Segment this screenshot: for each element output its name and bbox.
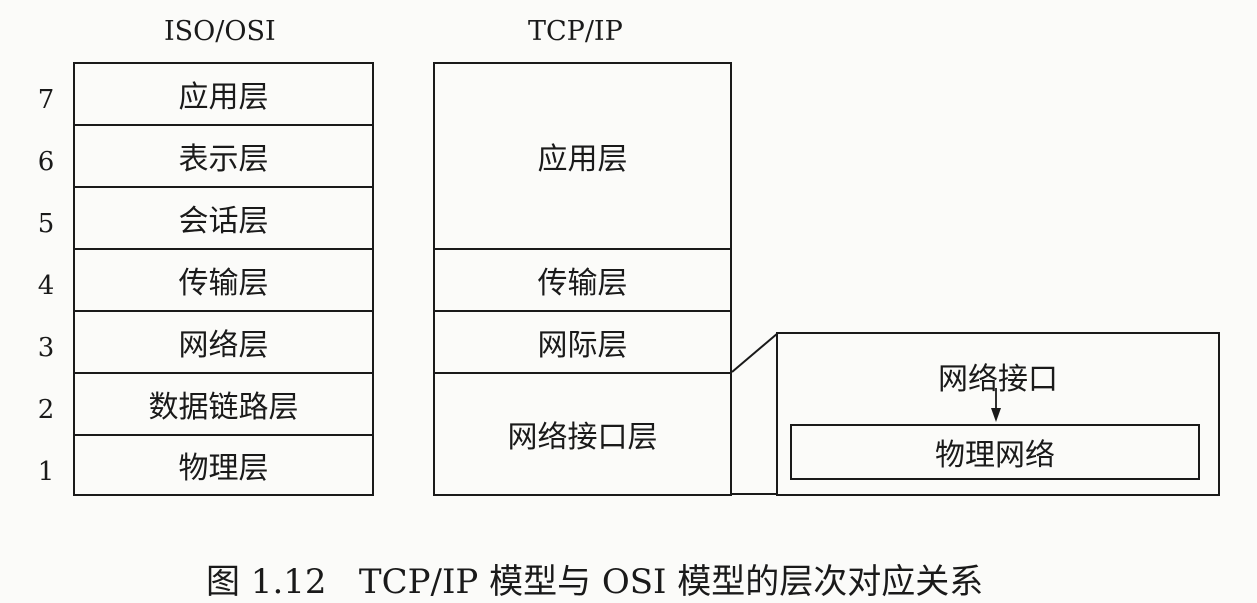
layer-number-4: 4 xyxy=(37,271,55,301)
layer-number-7: 7 xyxy=(37,85,55,115)
layer-number-6: 6 xyxy=(37,147,55,177)
layer-number-5: 5 xyxy=(37,209,55,239)
figure-caption: 图 1.12 TCP/IP 模型与 OSI 模型的层次对应关系 xyxy=(206,562,984,602)
expansion-line-top xyxy=(731,332,779,373)
osi-layer-transport: 传输层 xyxy=(73,248,374,312)
physical-network-box: 物理网络 xyxy=(790,424,1200,480)
network-interface-label: 网络接口 xyxy=(938,362,1058,397)
osi-layer-data-link: 数据链路层 xyxy=(73,372,374,436)
tcpip-layer-application: 应用层 xyxy=(433,62,732,250)
layer-number-3: 3 xyxy=(37,333,55,363)
osi-stack: 应用层 表示层 会话层 传输层 网络层 数据链路层 物理层 xyxy=(73,62,374,496)
osi-layer-session: 会话层 xyxy=(73,186,374,250)
osi-layer-network: 网络层 xyxy=(73,310,374,374)
layer-number-2: 2 xyxy=(37,395,55,425)
tcpip-header: TCP/IP xyxy=(528,16,623,47)
osi-header: ISO/OSI xyxy=(164,16,276,47)
network-interface-detail-box: 网络接口 物理网络 xyxy=(776,332,1220,496)
tcpip-stack: 应用层 传输层 网际层 网络接口层 xyxy=(433,62,732,496)
tcpip-layer-network-interface: 网络接口层 xyxy=(433,372,732,496)
tcpip-layer-transport: 传输层 xyxy=(433,248,732,312)
arrow-head-icon xyxy=(991,408,1001,422)
osi-layer-physical: 物理层 xyxy=(73,434,374,496)
layer-number-1: 1 xyxy=(37,457,55,487)
